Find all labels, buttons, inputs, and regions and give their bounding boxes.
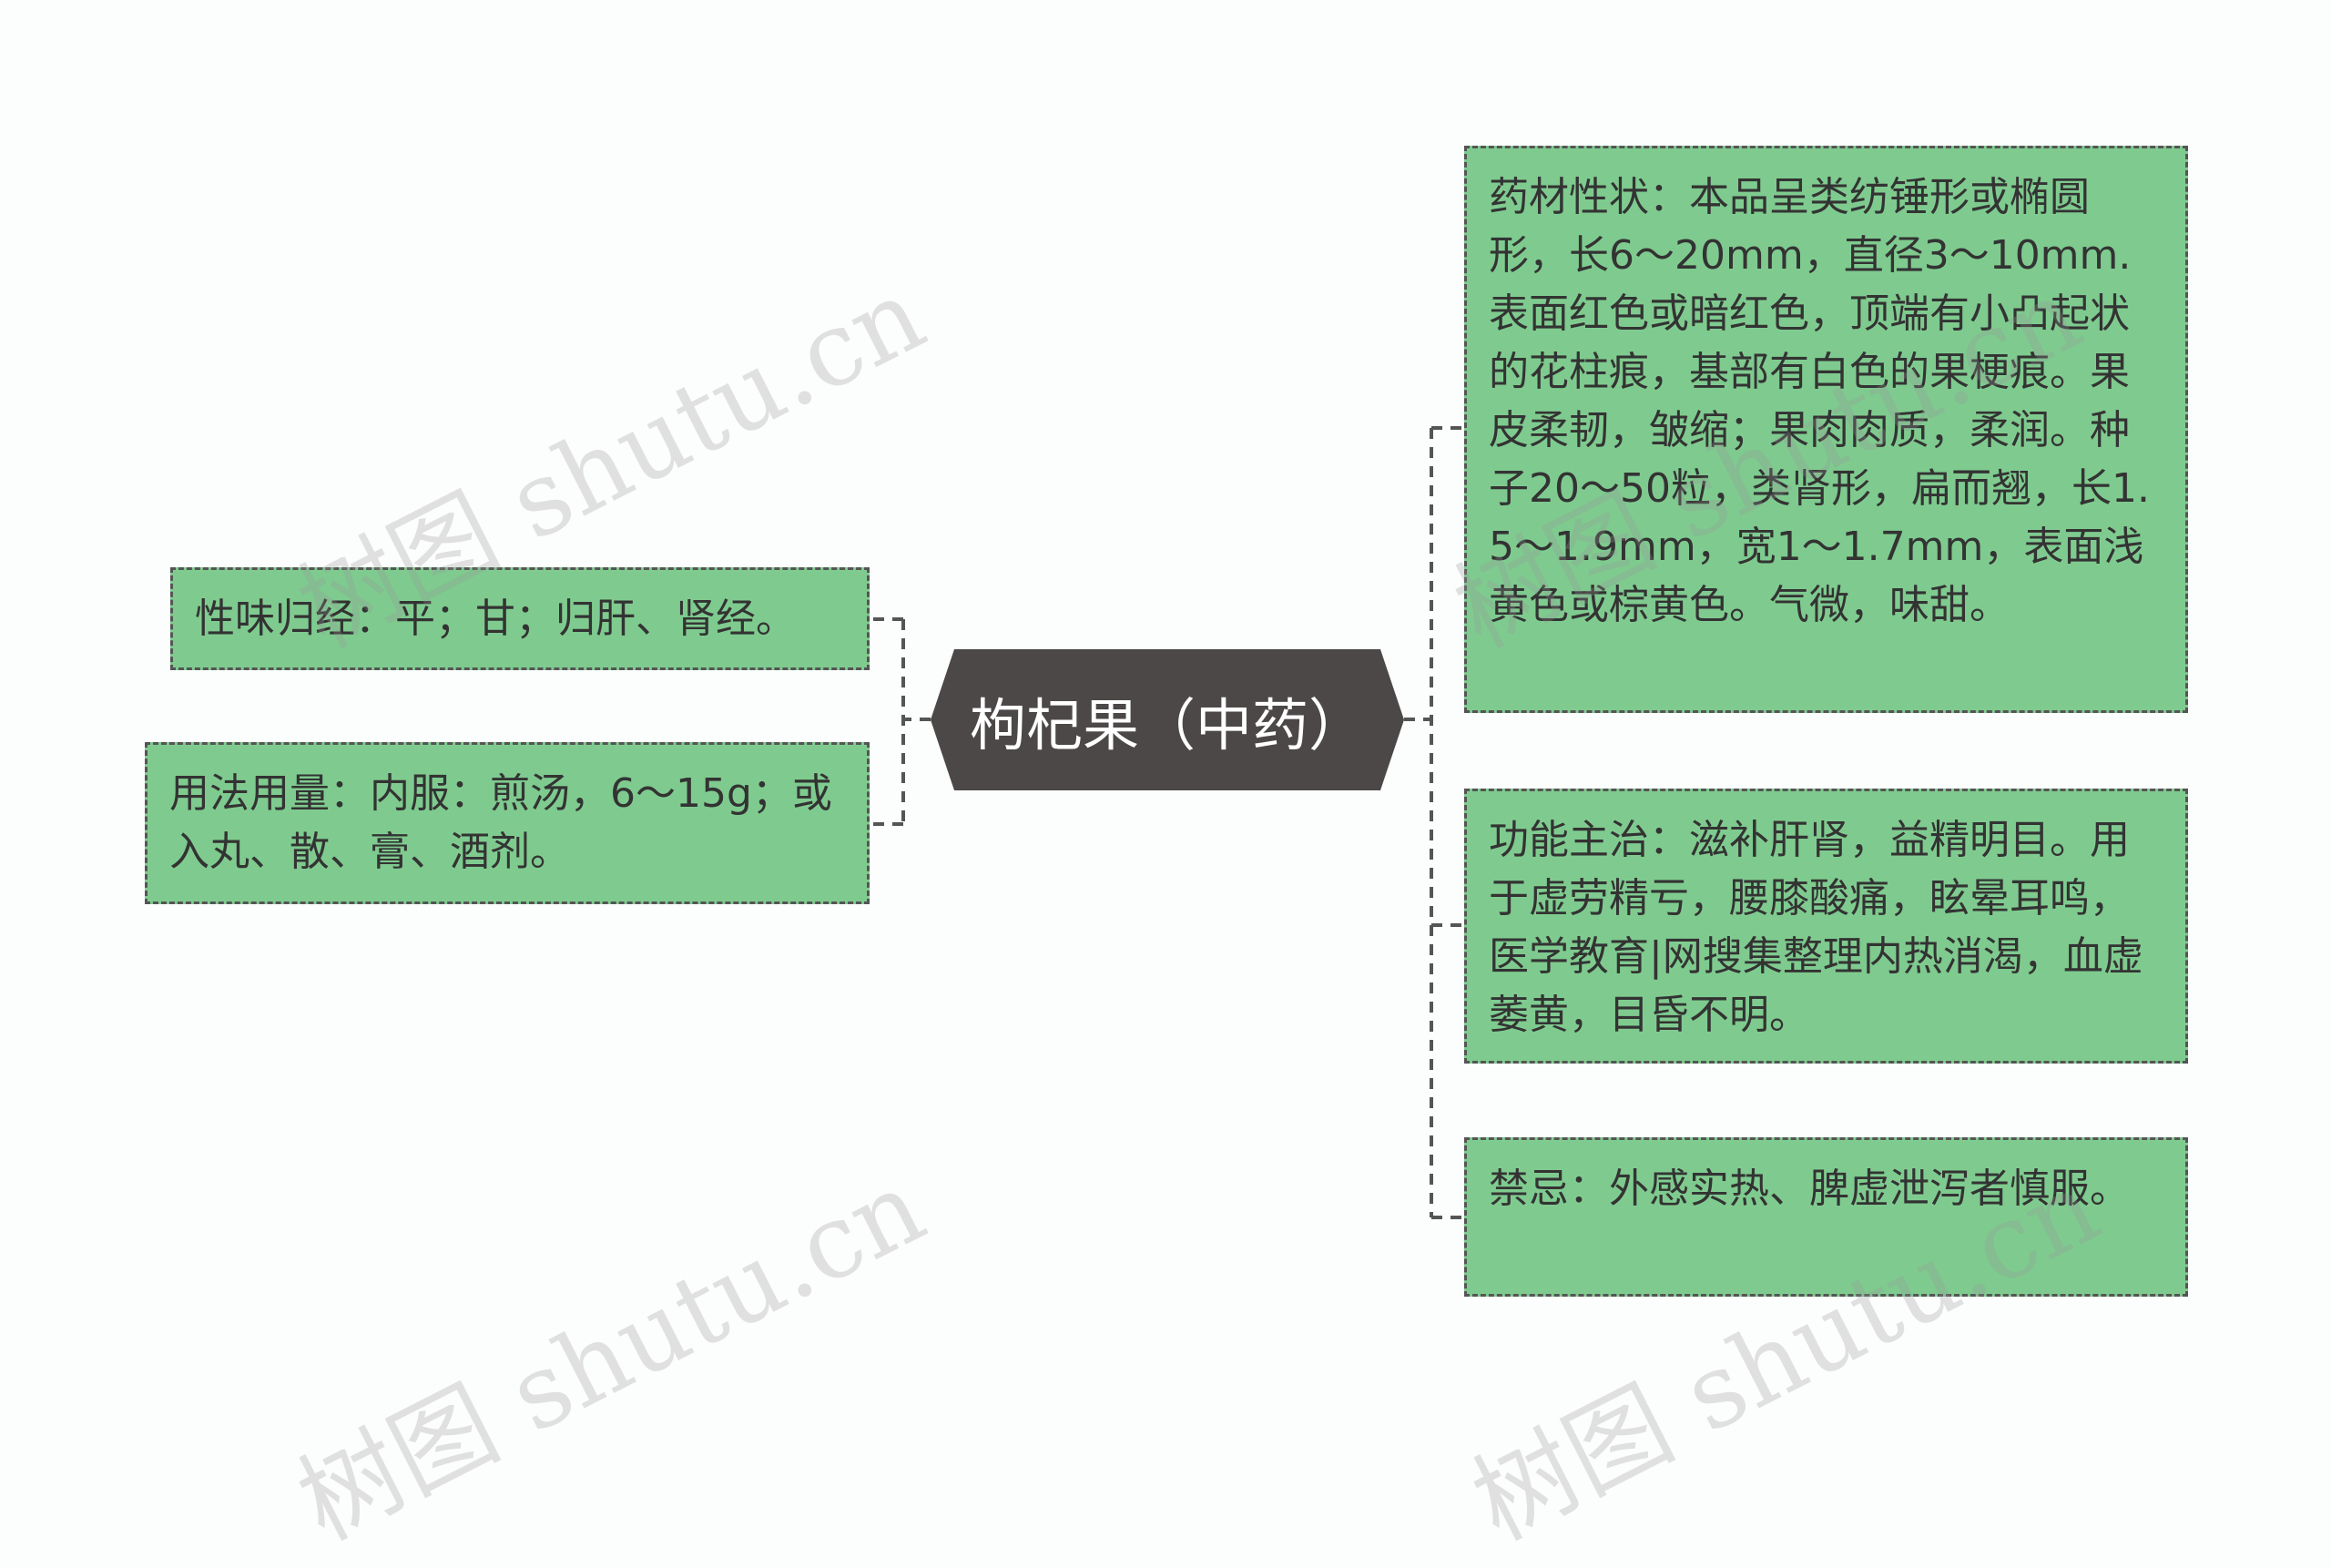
node-taste-meridian[interactable]: 性味归经：平；甘；归肝、肾经。 (170, 567, 870, 670)
node-contraindications[interactable]: 禁忌：外感实热、脾虚泄泻者慎服。 (1464, 1137, 2188, 1297)
node-herb-properties[interactable]: 药材性状：本品呈类纺锤形或椭圆形，长6～20mm，直径3～10mm.表面红色或暗… (1464, 146, 2188, 713)
node-functions-indications[interactable]: 功能主治：滋补肝肾，益精明目。用于虚劳精亏，腰膝酸痛，眩晕耳鸣，医学教育|网搜集… (1464, 789, 2188, 1064)
node-usage-dosage[interactable]: 用法用量：内服：煎汤，6～15g；或入丸、散、膏、酒剂。 (145, 742, 870, 904)
mind-map-canvas: 性味归经：平；甘；归肝、肾经。 用法用量：内服：煎汤，6～15g；或入丸、散、膏… (145, 146, 2188, 1563)
connector-lines (870, 426, 1464, 1219)
center-topic[interactable]: 枸杞果（中药） (931, 649, 1404, 790)
center-topic-label: 枸杞果（中药） (969, 691, 1365, 759)
